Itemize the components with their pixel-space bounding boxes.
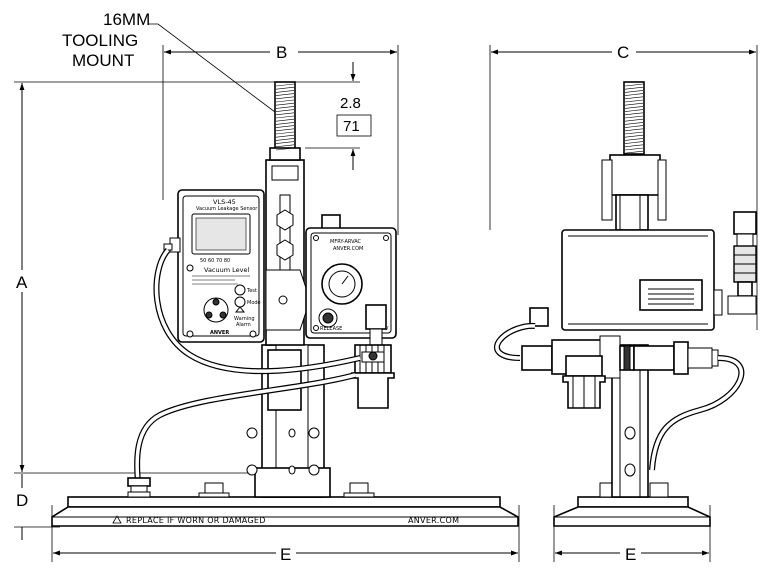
warning-triangle-icon	[112, 515, 122, 524]
sensor-alarm-label: Alarm	[236, 322, 251, 328]
dimension-e-side-label: E	[625, 545, 636, 564]
side-manifold	[521, 307, 719, 379]
side-filter	[562, 355, 606, 409]
dimension-b-label: B	[276, 43, 287, 62]
side-right-fittings	[727, 211, 757, 315]
vacuum-valve-module: MFRY-ARVAC ANVER.COM RELEASE V	[305, 214, 397, 348]
stud-length-mm-box	[336, 114, 372, 137]
dimension-e-front-label: E	[280, 545, 291, 564]
side-threaded-stud	[623, 81, 645, 155]
tooling-mount-callout: 16MM TOOLING MOUNT	[62, 10, 284, 119]
front-hoses	[127, 247, 361, 498]
stud-length-mm: 71	[343, 118, 360, 135]
callout-leader	[148, 23, 284, 119]
sensor-model: VLS-45	[213, 198, 236, 206]
pad-site-text: ANVER.COM	[408, 516, 459, 525]
front-mount-plate	[265, 159, 311, 346]
dimension-e-side: E	[553, 505, 711, 564]
sensor-warning-label: Warning	[234, 316, 255, 322]
front-vacuum-pad: REPLACE IF WORN OR DAMAGED ANVER.COM	[51, 482, 519, 527]
callout-line-3: MOUNT	[72, 51, 134, 70]
side-view	[493, 81, 757, 527]
sensor-brand: ANVER	[210, 330, 229, 336]
valve-vac-label: V	[385, 326, 389, 332]
callout-line-1: 16MM	[103, 10, 150, 29]
sensor-heading: Vacuum Level	[204, 266, 249, 274]
front-filter	[351, 344, 395, 409]
front-threaded-stud	[269, 81, 301, 161]
dimension-a: A	[14, 81, 285, 474]
valve-site: ANVER.COM	[333, 246, 363, 252]
stud-length-inches: 2.8	[340, 95, 361, 112]
valve-title: MFRY-ARVAC	[330, 239, 362, 245]
valve-release-label: RELEASE	[320, 326, 342, 332]
dimension-c-label: C	[617, 43, 629, 62]
sensor-mode-label: Mode	[247, 300, 261, 306]
side-housing	[561, 229, 723, 331]
dimension-d-label: D	[16, 491, 28, 510]
front-view: REPLACE IF WORN OR DAMAGED ANVER.COM	[51, 81, 519, 527]
side-vacuum-pad	[553, 482, 711, 527]
dimension-a-label: A	[16, 273, 28, 292]
vacuum-sensor: VLS-45 Vacuum Leakage Sensor 50 60 70 80…	[163, 189, 265, 343]
side-mount	[601, 154, 667, 231]
sensor-subtitle: Vacuum Leakage Sensor	[196, 206, 258, 212]
sensor-test-label: Test	[246, 288, 257, 294]
stud-length-dimension: 2.8 71	[295, 62, 372, 170]
dimension-c: C	[489, 43, 758, 330]
dimension-e-front: E	[51, 505, 520, 564]
side-hoses	[493, 322, 745, 471]
dimension-b: B	[162, 43, 399, 235]
svg-text:50 60 70 80: 50 60 70 80	[200, 258, 230, 264]
callout-line-2: TOOLING	[62, 31, 138, 50]
pad-warning-text: REPLACE IF WORN OR DAMAGED	[126, 516, 266, 525]
dimension-d: D	[14, 474, 60, 540]
